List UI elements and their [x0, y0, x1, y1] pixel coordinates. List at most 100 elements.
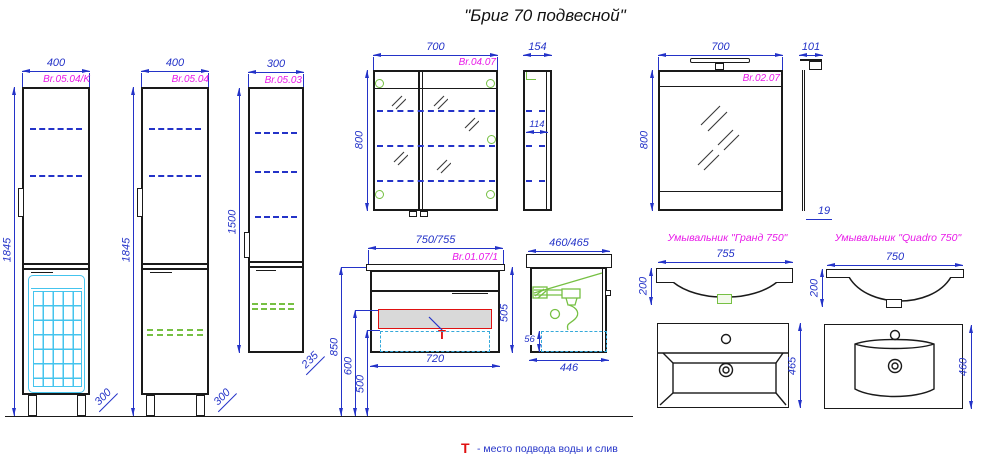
side-door-line	[546, 70, 547, 211]
extension-line	[355, 310, 378, 311]
dim-height: 200	[808, 278, 821, 298]
shelf-line	[526, 110, 545, 112]
dim-line-depth	[528, 249, 610, 253]
dim-line-height	[237, 88, 241, 353]
shelf-line	[30, 128, 82, 130]
extension-line	[782, 57, 783, 70]
dim-line-inner-width	[370, 364, 500, 368]
door-split-line	[22, 263, 90, 265]
cabinet-foot	[409, 211, 417, 217]
dim-line-width	[827, 263, 963, 267]
dim-line-height	[649, 268, 653, 305]
dim-line-height	[820, 269, 824, 307]
mirror-side-panel	[802, 70, 805, 211]
extension-line	[141, 73, 142, 87]
mirror-body	[658, 70, 783, 211]
door-handle	[244, 232, 250, 258]
drawer-line	[370, 290, 500, 292]
shelf-line	[526, 180, 545, 182]
dim-underline	[806, 219, 832, 220]
basket-rim-line	[31, 288, 82, 289]
cabinet-foot	[420, 211, 428, 217]
side-door-handle	[605, 290, 611, 296]
dim-line-height	[650, 70, 654, 211]
top-rail-line	[373, 88, 498, 89]
supply-marker: Т	[438, 327, 446, 342]
adjustable-shelf-line	[147, 329, 203, 331]
adjustable-shelf-line	[252, 308, 294, 310]
extension-line	[373, 57, 374, 70]
laundry-basket	[28, 275, 85, 393]
mirror-glare-mark	[697, 149, 720, 171]
shelf-line	[255, 132, 297, 134]
dim-line-height	[510, 267, 514, 353]
mirror-top-band-line	[658, 86, 783, 87]
shelf-line	[255, 216, 297, 218]
dim-plinth: 56	[522, 335, 537, 345]
sink-front-rim	[656, 268, 793, 283]
model-label: Br.02.07	[742, 73, 780, 84]
dim-line-width	[373, 53, 498, 57]
cabinet-leg	[77, 395, 86, 416]
dim-height: 800	[638, 130, 651, 150]
dim-width: 750	[885, 251, 905, 263]
floor-line	[5, 416, 633, 417]
extension-line	[658, 57, 659, 70]
drain-zone	[380, 331, 490, 352]
mirror-glare-mark	[436, 159, 451, 174]
dim-line-plinth	[537, 331, 541, 352]
dim-bottom-thickness: 19	[817, 205, 831, 217]
dim-inner-width: 720	[425, 353, 445, 365]
dim-line-inner-depth	[526, 130, 548, 134]
dim-line-top-height	[339, 267, 343, 416]
hinge-mark	[375, 79, 384, 88]
sink-title: Умывальник "Quadro 750"	[834, 232, 962, 244]
model-label: Br.05.04/K	[43, 74, 90, 85]
side-door-line	[602, 268, 603, 352]
lamp-bar	[690, 58, 750, 63]
water-supply-zone	[378, 309, 492, 329]
dim-height: 1500	[226, 209, 239, 235]
dim-depth: 460/465	[549, 237, 589, 249]
dim-line-bottom-depth	[529, 358, 609, 362]
extension-line	[248, 74, 249, 87]
sink-top-view	[824, 324, 963, 409]
dim-line-height	[131, 87, 135, 416]
dim-line-height	[365, 70, 369, 211]
shelf-line	[526, 145, 545, 147]
hinge-mark	[487, 135, 496, 144]
sink-title: Умывальник "Гранд 750"	[667, 232, 788, 244]
dim-width: 700	[711, 41, 730, 53]
shelf-line	[377, 110, 495, 112]
door-split-line	[22, 268, 90, 270]
model-label: Br.04.07	[458, 57, 496, 68]
dim-width: 750/755	[415, 234, 456, 246]
sink-top-details	[658, 333, 788, 406]
model-label: Br.01.07/1	[452, 252, 498, 263]
door-groove	[31, 272, 53, 273]
cabinet-leg	[28, 395, 37, 416]
legend-text: - место подвода воды и слив	[477, 443, 618, 455]
extension-line	[497, 57, 498, 70]
lamp-arm-line	[800, 59, 822, 61]
dim-height: 1845	[1, 237, 14, 263]
mirror-glare-mark	[717, 129, 740, 151]
lamp-stem	[715, 63, 724, 70]
dim-side-depth: 154	[528, 41, 547, 53]
dim-line-width	[22, 69, 90, 73]
cabinet-leg	[196, 395, 205, 416]
leader-line	[428, 316, 444, 332]
dim-side-depth: 101	[801, 41, 821, 53]
dim-line-width	[658, 260, 793, 264]
extension-line	[341, 267, 366, 268]
dim-width: 400	[46, 57, 66, 69]
dim-drain-height: 500	[354, 374, 367, 394]
dim-height: 200	[637, 276, 650, 296]
drawer-groove	[452, 293, 488, 294]
wall-bracket-mark	[526, 72, 536, 80]
extension-line	[503, 250, 504, 264]
dim-top-height: 850	[328, 337, 341, 357]
hinge-mark	[486, 79, 495, 88]
sink-top-view	[657, 323, 789, 408]
